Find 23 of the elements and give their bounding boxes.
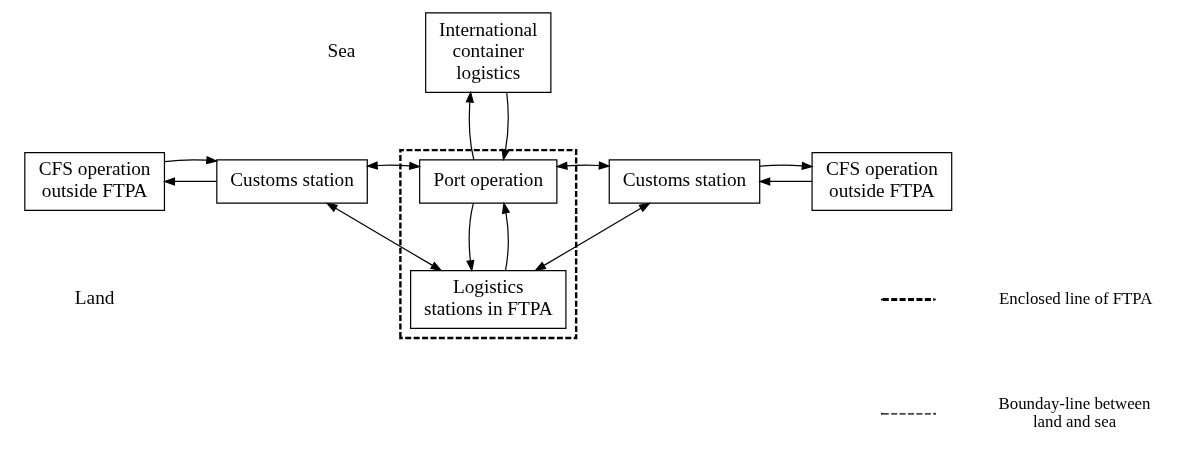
node-box: CFS operation outside FTPA [23,151,165,211]
legend-label: Bounday-line between land and sea [998,394,1151,432]
arrow [162,177,217,186]
arrow [465,202,474,273]
arrow [757,177,813,186]
label: Sea [327,40,355,62]
arrow [758,161,814,170]
arrow [325,202,443,272]
node-box: CFS operation outside FTPA [811,151,952,211]
node-box: International container logistics [424,12,551,93]
legend-label: Enclosed line of FTPA [998,288,1152,308]
label: Land [74,287,114,308]
arrow [533,202,651,272]
node-box: Customs station [608,159,760,204]
node-box: Customs station [215,159,368,204]
arrow [365,161,421,171]
arrow [501,91,510,162]
arrow [465,90,474,161]
node-box: Logistics stations in FTPA [409,269,566,329]
arrow [501,201,510,271]
arrow [554,161,611,170]
arrow [163,155,218,165]
node-box: Port operation [418,159,557,204]
